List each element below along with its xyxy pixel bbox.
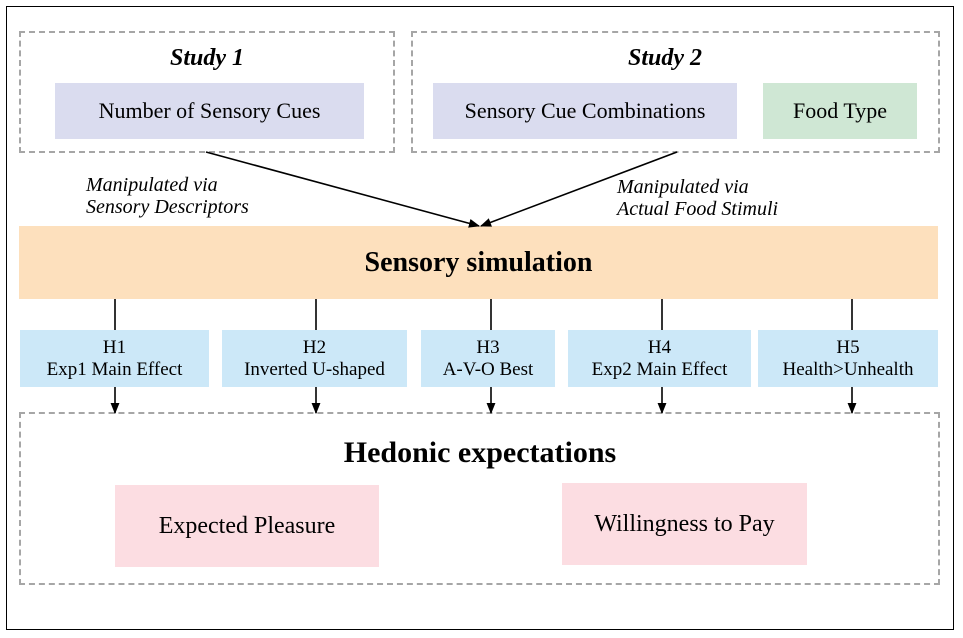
- study2-manipulation-note: Manipulated via Actual Food Stimuli: [617, 176, 778, 220]
- food-type-label: Food Type: [792, 98, 887, 123]
- hypothesis-label: A-V-O Best: [442, 358, 534, 380]
- hypothesis-box-h2: H2 Inverted U-shaped: [222, 330, 407, 387]
- expected-pleasure-box: Expected Pleasure: [115, 485, 379, 567]
- hypothesis-id: H2: [302, 336, 327, 358]
- sensory-simulation-label: Sensory simulation: [364, 246, 593, 278]
- hypothesis-label: Exp1 Main Effect: [46, 358, 183, 380]
- study2-title: Study 2: [627, 45, 702, 71]
- study1-manipulation-note: Manipulated via Sensory Descriptors: [86, 174, 249, 218]
- study1-factor-box: Number of Sensory Cues: [55, 83, 364, 139]
- study1-note-line1: Manipulated via: [86, 174, 218, 196]
- study2-note-line1: Manipulated via: [617, 176, 749, 198]
- hypothesis-label: Exp2 Main Effect: [591, 358, 728, 380]
- hypothesis-box-h5: H5 Health>Unhealth: [758, 330, 938, 387]
- study2-note-line2: Actual Food Stimuli: [617, 198, 779, 220]
- figure-frame: [6, 6, 954, 630]
- food-type-box: Food Type: [763, 83, 917, 139]
- study1-title: Study 1: [169, 45, 244, 71]
- hypothesis-label: Health>Unhealth: [782, 358, 914, 380]
- hypothesis-id: H5: [836, 336, 860, 358]
- study2-factor-box: Sensory Cue Combinations: [433, 83, 737, 139]
- hedonic-expectations-group: [19, 412, 940, 585]
- willingness-to-pay-box: Willingness to Pay: [562, 483, 807, 565]
- sensory-simulation-box: Sensory simulation: [19, 226, 938, 299]
- hypothesis-box-h1: H1 Exp1 Main Effect: [20, 330, 209, 387]
- hypothesis-label: Inverted U-shaped: [244, 358, 385, 380]
- study2-to-mediator-arrow: [479, 151, 678, 227]
- study1-factor-label: Number of Sensory Cues: [98, 98, 321, 123]
- study1-to-mediator-arrow: [205, 151, 481, 228]
- hypothesis-box-h4: H4 Exp2 Main Effect: [568, 330, 751, 387]
- hypothesis-box-h3: H3 A-V-O Best: [421, 330, 555, 387]
- hypothesis-id: H4: [647, 336, 672, 358]
- study1-note-line2: Sensory Descriptors: [86, 196, 249, 218]
- hypothesis-id: H1: [102, 336, 127, 358]
- study2-factor-label: Sensory Cue Combinations: [464, 98, 706, 123]
- willingness-to-pay-label: Willingness to Pay: [594, 510, 775, 537]
- hypothesis-id: H3: [476, 336, 500, 358]
- hedonic-expectations-title: Hedonic expectations: [343, 436, 617, 469]
- expected-pleasure-label: Expected Pleasure: [158, 512, 336, 539]
